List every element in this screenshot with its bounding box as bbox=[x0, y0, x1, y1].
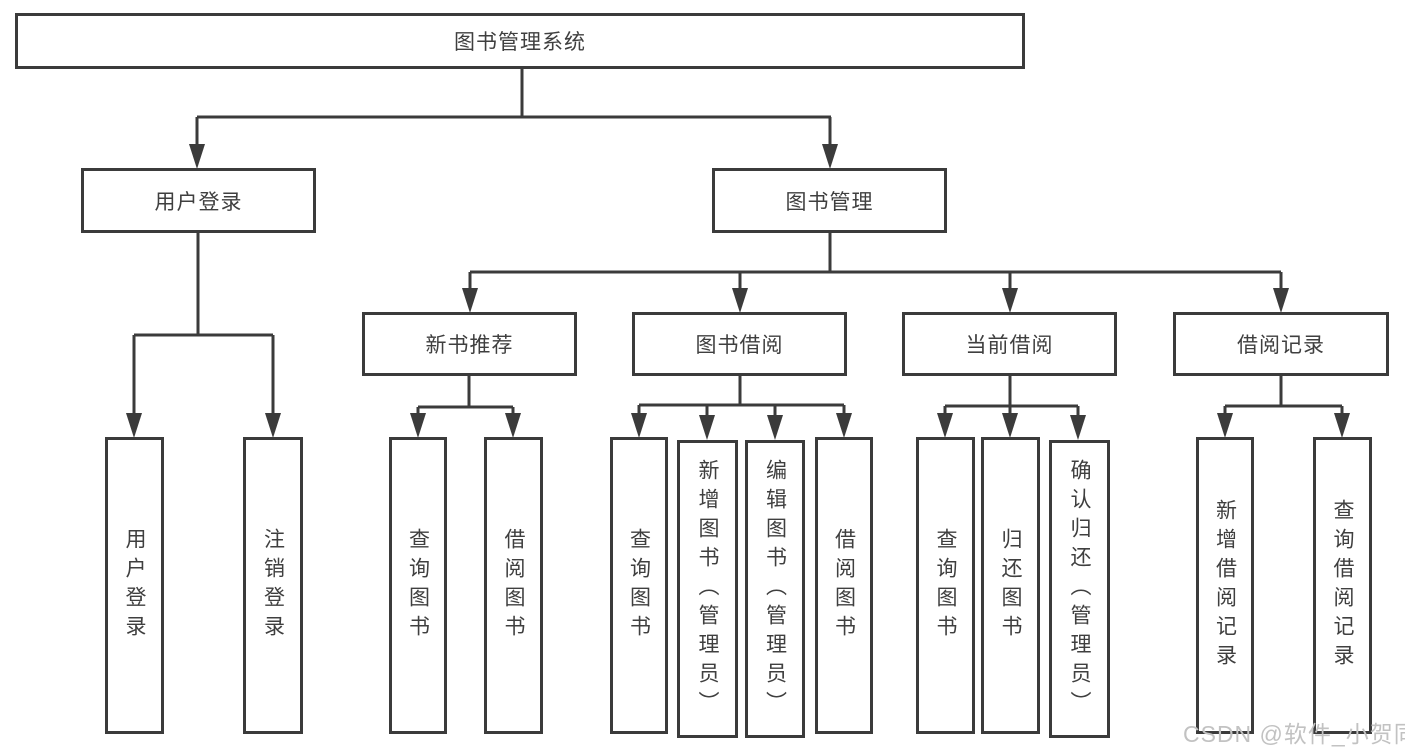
leaf-borrow-books-recommend: 借阅图书 bbox=[484, 437, 543, 734]
node-borrowing-records: 借阅记录 bbox=[1173, 312, 1389, 376]
node-label: 确认归还（管理员） bbox=[1068, 458, 1091, 720]
node-label: 归还图书 bbox=[999, 527, 1022, 644]
node-label: 图书管理系统 bbox=[454, 31, 586, 54]
node-label: 新增借阅记录 bbox=[1213, 498, 1237, 673]
node-user-login: 用户登录 bbox=[81, 168, 316, 233]
leaf-user-login: 用户登录 bbox=[105, 437, 164, 734]
node-label: 用户登录 bbox=[154, 190, 243, 214]
node-label: 查询借阅记录 bbox=[1331, 498, 1354, 673]
node-label: 借阅图书 bbox=[832, 527, 856, 644]
leaf-return-book: 归还图书 bbox=[981, 437, 1040, 734]
leaf-confirm-return-admin: 确认归还（管理员） bbox=[1049, 440, 1110, 738]
node-label: 查询图书 bbox=[627, 527, 651, 644]
leaf-logout: 注销登录 bbox=[243, 437, 303, 734]
leaf-borrow-books: 借阅图书 bbox=[815, 437, 873, 734]
node-current-borrowing: 当前借阅 bbox=[902, 312, 1117, 376]
leaf-query-books-recommend: 查询图书 bbox=[389, 437, 447, 734]
node-label: 图书管理 bbox=[785, 190, 874, 214]
node-label: 查询图书 bbox=[406, 527, 430, 644]
leaf-edit-book-admin: 编辑图书（管理员） bbox=[745, 440, 805, 738]
node-book-borrowing: 图书借阅 bbox=[632, 312, 847, 376]
node-label: 新增图书（管理员） bbox=[696, 458, 719, 720]
node-label: 注销登录 bbox=[261, 527, 285, 644]
node-label: 图书借阅 bbox=[695, 334, 784, 357]
node-library-management-system: 图书管理系统 bbox=[15, 13, 1025, 69]
node-label: 当前借阅 bbox=[965, 334, 1054, 357]
leaf-query-books-current: 查询图书 bbox=[916, 437, 975, 734]
node-book-management: 图书管理 bbox=[712, 168, 947, 233]
node-label: 编辑图书（管理员） bbox=[763, 458, 787, 720]
node-label: 借阅图书 bbox=[502, 527, 525, 644]
leaf-query-books-borrow: 查询图书 bbox=[610, 437, 668, 734]
leaf-add-borrow-record: 新增借阅记录 bbox=[1196, 437, 1254, 734]
node-new-book-recommend: 新书推荐 bbox=[362, 312, 577, 376]
leaf-add-book-admin: 新增图书（管理员） bbox=[677, 440, 738, 738]
node-label: 新书推荐 bbox=[425, 334, 514, 357]
watermark: CSDN @软件_小贺同学 bbox=[1183, 721, 1405, 747]
node-label: 用户登录 bbox=[123, 527, 146, 644]
node-label: 借阅记录 bbox=[1237, 334, 1325, 357]
leaf-query-borrow-record: 查询借阅记录 bbox=[1313, 437, 1372, 734]
node-label: 查询图书 bbox=[934, 527, 957, 644]
